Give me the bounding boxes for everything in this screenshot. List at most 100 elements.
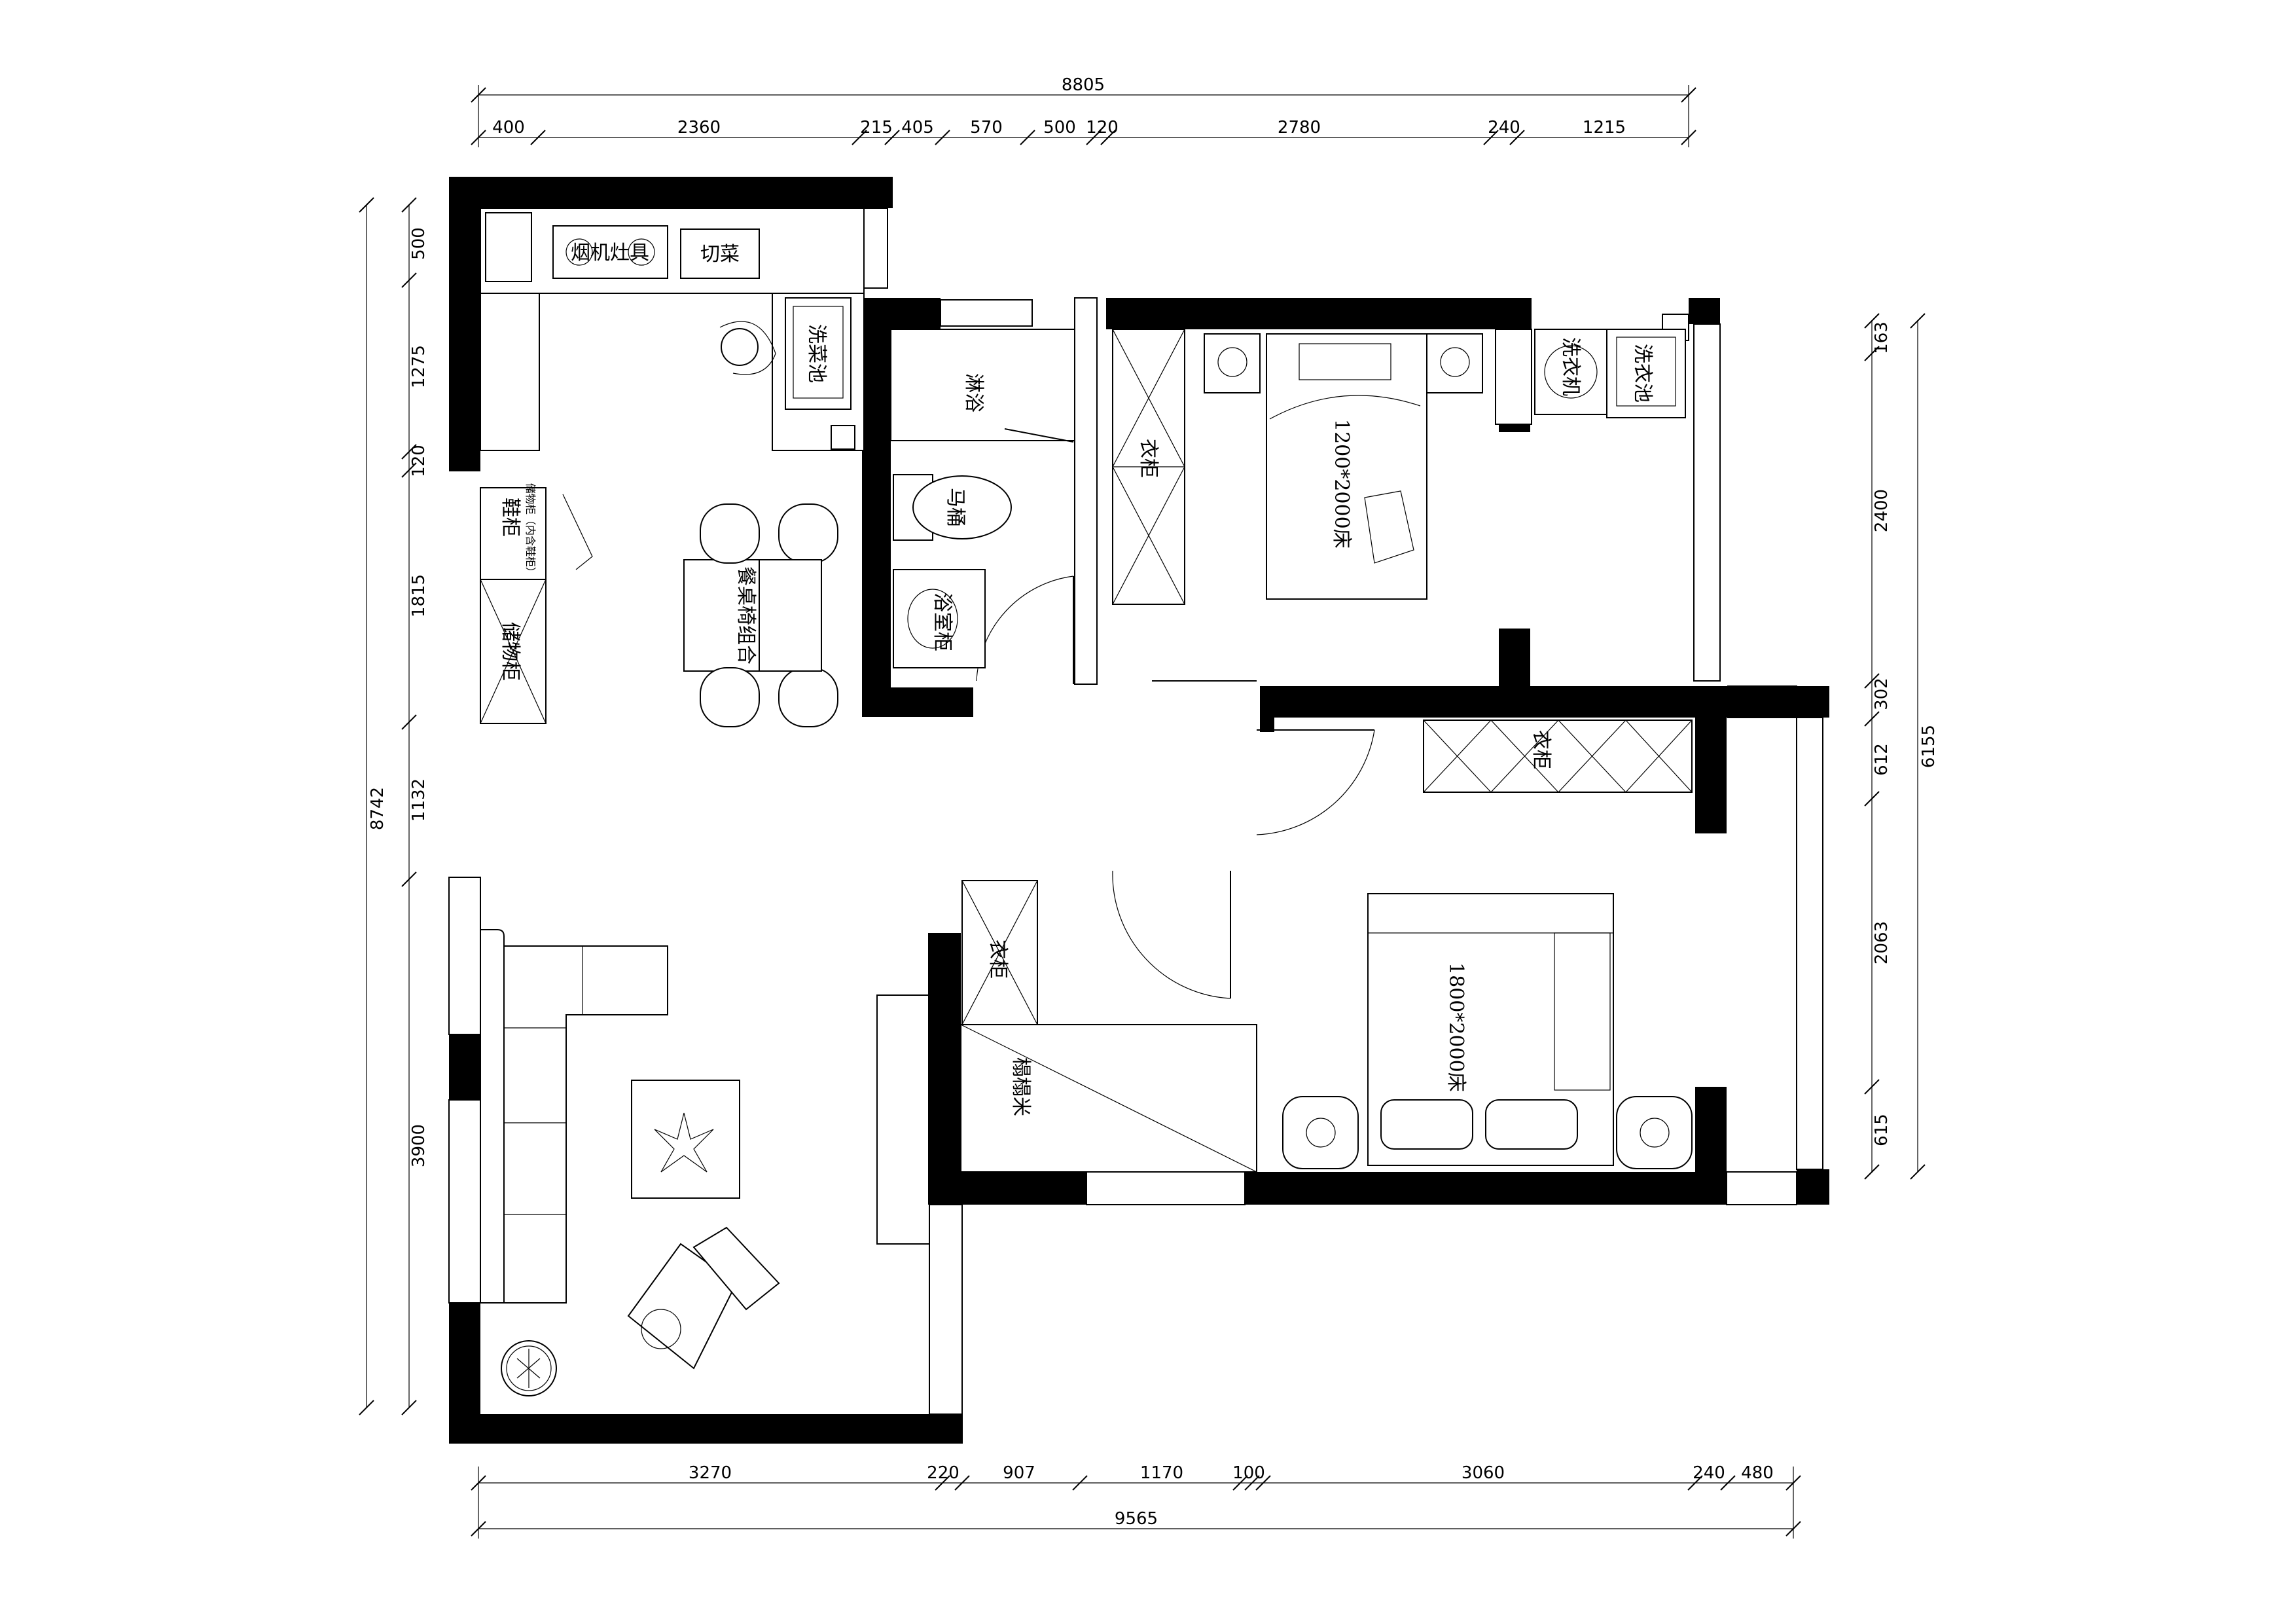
- wardrobe-master-label: 衣柜: [1137, 439, 1160, 478]
- dim-bottom-total: 9565: [1115, 1509, 1158, 1529]
- dimension-tick: [1687, 1475, 1703, 1491]
- dimension-tick: [1072, 1475, 1088, 1491]
- cutting-label: 切菜: [700, 243, 740, 266]
- range-hood-stove: 烟机灶具: [552, 225, 668, 279]
- dim-right-seg-5: 2063: [1872, 921, 1892, 964]
- dim-top-seg-8: 2780: [1278, 118, 1321, 137]
- coffee-table: [631, 1080, 740, 1199]
- sofa: [480, 929, 668, 1304]
- dimension-tick: [1483, 130, 1499, 145]
- tatami-room: 衣柜 榻榻米: [960, 880, 1257, 1173]
- bathroom: 淋浴 马 桶 浴室柜: [890, 329, 1075, 668]
- dimension-tick: [884, 130, 900, 145]
- dim-top-seg-6: 500: [1043, 118, 1076, 137]
- walls: [448, 177, 1829, 1444]
- dim-bottom-seg-4: 1170: [1140, 1463, 1183, 1483]
- dim-left-seg-1: 500: [409, 227, 429, 260]
- dimension-tick: [1864, 346, 1880, 361]
- dimension-tick: [1255, 1475, 1271, 1491]
- dim-bottom-seg-6: 3060: [1462, 1463, 1505, 1483]
- bed-large-label: 1800*2000床: [1444, 962, 1467, 1092]
- dining-set-label: 餐桌椅组合: [734, 566, 757, 665]
- dim-bottom-seg-7: 240: [1693, 1463, 1725, 1483]
- kitchen-sink: 洗菜池: [785, 297, 852, 410]
- dim-top-seg-5: 570: [970, 118, 1003, 137]
- dimension-tick: [1100, 130, 1116, 145]
- dimension-tick: [1720, 1475, 1736, 1491]
- dim-right-seg-1: 163: [1872, 321, 1892, 354]
- dimension-tick: [401, 714, 417, 730]
- dimension-tick: [1086, 130, 1102, 145]
- dim-top-total: 8805: [1062, 75, 1105, 95]
- toilet: 马 桶: [893, 474, 1012, 541]
- washing-machine: [1534, 329, 1607, 415]
- basin-label: 浴室柜: [931, 593, 954, 651]
- dim-left-total: 8742: [368, 787, 387, 830]
- cutting-board: 切菜: [680, 228, 760, 279]
- laundry-sink-label: 洗衣池: [1631, 344, 1654, 403]
- dimension-tick: [530, 130, 546, 145]
- dim-left-seg-4: 1815: [409, 574, 429, 617]
- wardrobe-second-label: 衣柜: [1530, 730, 1552, 769]
- dimension-lines: 8805 400 2360 215 405 570 500 120 2780 2…: [359, 75, 1939, 1539]
- living-room: [480, 929, 780, 1396]
- master-bedroom: 衣柜 1800*2000床: [1282, 720, 1693, 1169]
- dimension-tick: [401, 444, 417, 460]
- person-icon: [719, 321, 776, 375]
- washbasin: 浴室柜: [893, 569, 986, 668]
- tatami-label: 榻榻米: [1009, 1057, 1032, 1116]
- kitchen-sink-label: 洗菜池: [805, 324, 828, 383]
- dim-bottom-seg-1: 3270: [689, 1463, 732, 1483]
- dimension-tick: [1681, 130, 1696, 145]
- washing-machine-label: 洗衣机: [1559, 337, 1582, 396]
- dim-top-seg-9: 240: [1488, 118, 1520, 137]
- dim-top-seg-3: 215: [860, 118, 893, 137]
- armchair: [627, 1226, 780, 1370]
- dimension-tick: [1020, 130, 1035, 145]
- nightstand-master-left: [1282, 1096, 1359, 1169]
- dimension-tick: [1509, 130, 1525, 145]
- range-hood-label: 烟机灶具: [571, 242, 649, 264]
- wardrobe-second: [1423, 720, 1693, 793]
- storage-cabinet-label: 储物柜: [499, 622, 522, 681]
- dimension-tick: [471, 130, 486, 145]
- dim-right-seg-2: 2400: [1872, 489, 1892, 532]
- dimension-tick: [1244, 1475, 1260, 1491]
- dim-top-seg-7: 120: [1086, 118, 1119, 137]
- dimension-tick: [401, 462, 417, 478]
- shower: [890, 329, 1075, 441]
- nightstand-master-right: [1616, 1096, 1693, 1169]
- shoe-cabinet-label: 鞋柜: [499, 498, 522, 537]
- dim-bottom-seg-8: 480: [1741, 1463, 1774, 1483]
- bedroom-2: 衣柜 1200*2000床: [1112, 329, 1483, 605]
- dim-bottom-seg-5: 100: [1232, 1463, 1265, 1483]
- dimension-tick: [1232, 1475, 1248, 1491]
- dim-bottom-seg-3: 907: [1003, 1463, 1035, 1483]
- dimension-tick: [401, 1400, 417, 1415]
- dimension-tick: [1864, 673, 1880, 689]
- dimension-tick: [1864, 1164, 1880, 1180]
- dimension-tick: [1864, 313, 1880, 329]
- dim-right-seg-4: 612: [1872, 743, 1892, 776]
- dining-set: 餐桌椅组合: [683, 503, 838, 727]
- dim-top-seg-4: 405: [901, 118, 934, 137]
- dimension-tick: [935, 1475, 950, 1491]
- laundry-sink: [1606, 329, 1686, 418]
- dimension-tick: [852, 130, 867, 145]
- dim-top-seg-10: 1215: [1583, 118, 1626, 137]
- toilet-label-2: 桶: [944, 507, 967, 527]
- dim-top-seg-2: 2360: [677, 118, 721, 137]
- dimension-tick: [954, 1475, 970, 1491]
- bed-small-label: 1200*2000床: [1330, 419, 1353, 549]
- dimension-tick: [401, 272, 417, 288]
- dimension-tick: [1864, 791, 1880, 807]
- dim-top-seg-1: 400: [492, 118, 525, 137]
- dim-bottom-seg-2: 220: [927, 1463, 960, 1483]
- shoe-cabinet-note: 储物柜（内含鞋柜）: [524, 483, 537, 577]
- wardrobe-third-label: 衣柜: [986, 939, 1009, 979]
- dimension-tick: [1864, 711, 1880, 727]
- dim-right-seg-6: 615: [1872, 1114, 1892, 1146]
- dimension-tick: [935, 130, 950, 145]
- dim-left-seg-2: 1275: [409, 345, 429, 388]
